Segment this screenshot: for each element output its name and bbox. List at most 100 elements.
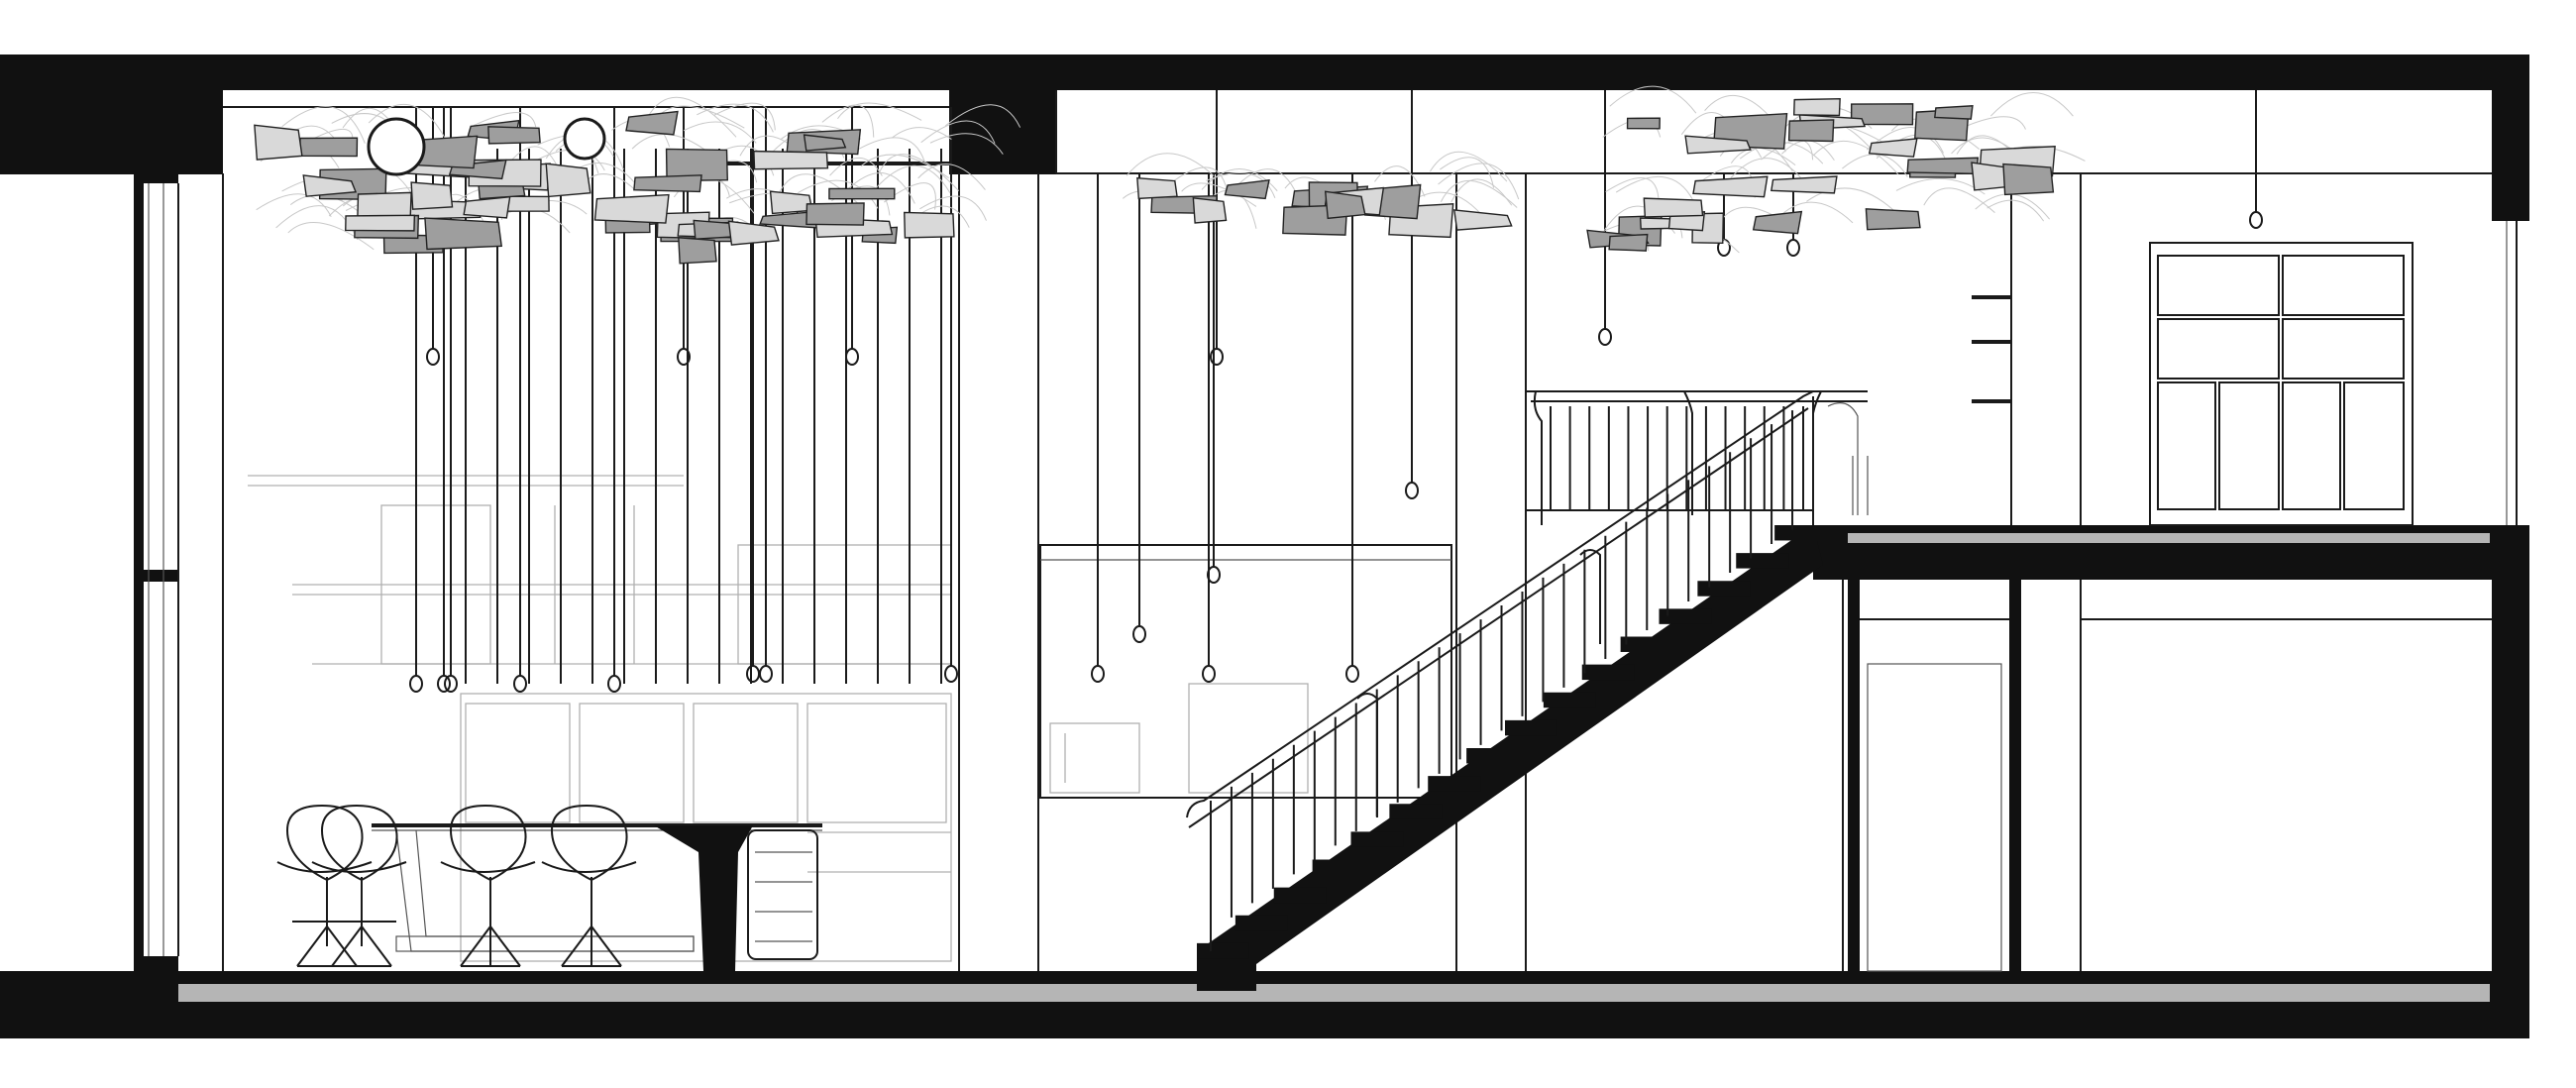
sculpture-sheet: [769, 190, 813, 215]
sculpture-wire: [847, 172, 915, 204]
cloud-sculpture-mid: [1122, 151, 1520, 239]
sculpture-wire: [1812, 141, 1899, 175]
globe-lamp-1: [367, 117, 426, 176]
pendant-bulb: [1210, 348, 1224, 366]
pendant-lights: [409, 90, 2263, 693]
mezzanine-post: [1683, 390, 1693, 515]
chair-leg: [590, 925, 622, 967]
floor-finish: [178, 984, 2490, 1002]
mezzanine-post: [1812, 390, 1822, 525]
sculpture-wire: [287, 222, 375, 251]
sculpture-sheet: [424, 217, 503, 251]
right-wall: [2492, 525, 2529, 1035]
sculpture-sheet: [410, 181, 454, 210]
sculpture-wire: [1990, 92, 2074, 117]
roof-drop-left: [0, 90, 223, 174]
sculpture-sheet: [1692, 175, 1769, 198]
sculpture-sheet: [625, 110, 679, 136]
pendant-bulb: [1405, 482, 1419, 499]
pendant-bulb: [1345, 665, 1359, 683]
stair-post: [1356, 693, 1378, 817]
chair-leg: [331, 925, 363, 967]
chair-leg: [561, 925, 592, 967]
interior-elevation: [148, 90, 2518, 972]
pendant-bulb: [437, 675, 451, 693]
pendant-bulb: [426, 348, 440, 366]
sculpture-wire: [892, 127, 952, 140]
stair-tread: [1505, 719, 1557, 736]
sculpture-sheet: [1868, 138, 1918, 158]
sculpture-wire: [646, 96, 737, 138]
chair: [311, 804, 407, 967]
sculpture-sheet: [254, 124, 303, 161]
sculpture-wire: [1895, 177, 1986, 195]
sculpture-sheet: [487, 126, 541, 145]
stair-tread: [1774, 525, 1827, 541]
stair-tread: [1234, 915, 1288, 931]
globe-lamp-2: [563, 117, 606, 161]
sculpture-wire: [920, 120, 996, 144]
sculpture-wire: [1126, 153, 1215, 176]
handrail-lower: [1188, 407, 1809, 828]
sculpture-sheet: [633, 174, 702, 193]
sculpture-sheet: [727, 220, 780, 246]
sculpture-wire: [1609, 85, 1697, 114]
roof-slab: [0, 54, 2529, 90]
bar-stool-cabinet: [747, 829, 818, 960]
stair-tread: [1466, 748, 1519, 764]
sculpture-sheet: [753, 150, 829, 170]
sculpture-sheet: [805, 202, 865, 226]
chair-shell: [320, 804, 398, 882]
sculpture-sheet: [1324, 190, 1366, 220]
sculpture-wire: [1440, 157, 1495, 188]
pendant-bulb: [1202, 665, 1216, 683]
cloud-sculpture-left: [254, 96, 1021, 265]
ground-step: [0, 971, 134, 1038]
chair-shell: [550, 804, 628, 882]
left-wall-top: [134, 173, 178, 183]
faint-mezz-chair-legs: [1852, 456, 1869, 515]
sculpture-wire: [1704, 95, 1770, 117]
pendant-bulb: [1598, 328, 1612, 346]
pendant-bulb: [2249, 211, 2263, 229]
sculpture-wire: [837, 102, 922, 121]
sculpture-sheet: [1684, 135, 1752, 155]
sculpture-sheet: [299, 137, 359, 158]
stair-tread: [1428, 776, 1481, 792]
sculpture-sheet: [1608, 233, 1649, 252]
pendant-bulb: [759, 665, 773, 683]
chair-shell: [285, 804, 364, 882]
chair-leg: [361, 925, 392, 967]
stair-handrail: [1186, 390, 1814, 951]
faint-mezz-chair: [1827, 402, 1859, 515]
sculpture-wire: [917, 163, 986, 190]
sculpture-wire: [713, 102, 776, 131]
sculpture-sheet: [1752, 210, 1803, 235]
sculpture-wire: [875, 164, 951, 193]
sculpture-sheet: [345, 214, 416, 232]
structure: [0, 54, 2529, 1038]
left-wall-bottom: [134, 956, 178, 971]
stair-tread: [1197, 942, 1249, 959]
chair-seat: [276, 861, 373, 873]
sculpture-sheet: [1787, 119, 1835, 143]
cloud-sculpture-right: [1586, 85, 2086, 254]
sculpture-wire: [1201, 168, 1278, 192]
sculpture-wire: [1923, 187, 1995, 214]
stair-tread: [1581, 664, 1635, 681]
pendant-bulb: [677, 348, 691, 366]
sculpture-sheet: [593, 193, 670, 224]
sculpture-sheet: [302, 174, 358, 197]
sculpture-wire: [852, 137, 925, 162]
stair-tread: [1273, 887, 1327, 904]
sculpture-wire: [473, 112, 537, 128]
pendant-bulb: [944, 665, 958, 683]
sculpture-sheet: [665, 148, 728, 182]
chair-seat: [440, 861, 536, 873]
stair-tread: [1659, 608, 1712, 624]
sculpture-wire: [1450, 178, 1513, 206]
sculpture-sheet: [1224, 179, 1270, 200]
sculpture-sheet: [1643, 197, 1704, 218]
chair-leg: [489, 925, 521, 967]
